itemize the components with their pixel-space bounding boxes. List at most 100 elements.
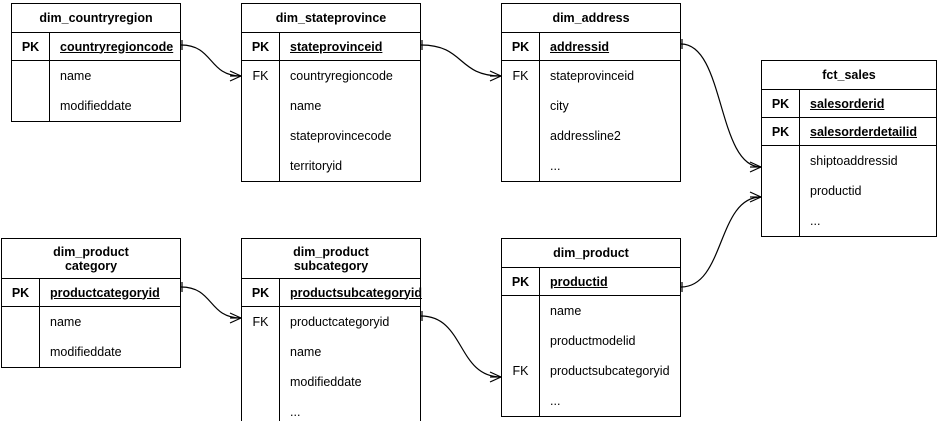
- attribute-name: modifieddate: [50, 345, 122, 359]
- crowsfoot-icon: [489, 376, 502, 383]
- column-name: salesorderid: [810, 96, 885, 111]
- crowsfoot-icon: [229, 317, 242, 324]
- column-name: productcategoryid: [50, 285, 160, 300]
- key-badge: PK: [502, 268, 540, 295]
- key-row[interactable]: PK productcategoryid: [2, 279, 180, 307]
- relationship-stateprovince-to-address: [420, 40, 502, 82]
- key-badge: PK: [242, 279, 280, 306]
- attribute-key-column: [762, 146, 800, 236]
- attribute-name: city: [550, 99, 569, 113]
- relationship-product-to-fctsales: [680, 191, 762, 292]
- entity-title-dim_stateprovince: dim_stateprovince: [242, 4, 420, 33]
- attribute-name: productsubcategoryid: [550, 364, 670, 378]
- connector-line: [420, 315, 502, 378]
- entity-title-dim_address: dim_address: [502, 4, 680, 33]
- attribute-key-badge: [242, 337, 279, 367]
- attribute-name: name: [550, 304, 582, 318]
- entity-title-dim_countryregion: dim_countryregion: [12, 4, 180, 33]
- attribute-name: ...: [550, 159, 561, 173]
- attribute-name: addressline2: [550, 129, 621, 143]
- key-row[interactable]: PK stateprovinceid: [242, 33, 420, 61]
- attribute-key-badge: FK: [252, 69, 269, 83]
- attribute-key-badge: [242, 121, 279, 151]
- attribute-name: shiptoaddressid: [810, 154, 898, 168]
- connector-line: [420, 44, 502, 77]
- crowsfoot-icon: [489, 70, 502, 77]
- key-badge: PK: [12, 33, 50, 60]
- attribute-key-column: [2, 307, 40, 367]
- attribute-key-badge: [242, 151, 279, 181]
- relationship-address-to-fctsales: [680, 39, 762, 173]
- attribute-name: territoryid: [290, 159, 343, 173]
- key-badge: PK: [502, 33, 540, 60]
- entity-title-dim_productcategory: dim_product category: [2, 239, 180, 279]
- crowsfoot-icon: [489, 371, 502, 378]
- crowsfoot-icon: [749, 166, 762, 173]
- key-badge: PK: [242, 33, 280, 60]
- attribute-name: modifieddate: [290, 375, 362, 389]
- crowsfoot-icon: [229, 75, 242, 82]
- attribute-key-badge: [502, 151, 539, 181]
- connector-line: [180, 44, 242, 77]
- attribute-key-column: FK: [242, 61, 280, 181]
- relationship-productcategory-to-subcategory: [180, 282, 242, 324]
- attribute-name: productid: [810, 184, 862, 198]
- attribute-key-badge: [762, 146, 799, 176]
- connector-line: [180, 286, 242, 319]
- attribute-key-badge: FK: [512, 69, 529, 83]
- attribute-name: stateprovincecode: [290, 129, 392, 143]
- attribute-key-badge: [502, 91, 539, 121]
- attribute-key-badge: [502, 326, 539, 356]
- crowsfoot-icon: [229, 312, 242, 319]
- attribute-key-badge: [762, 206, 799, 236]
- attribute-key-badge: [242, 91, 279, 121]
- key-badge: PK: [762, 118, 800, 145]
- attribute-name: productcategoryid: [290, 315, 390, 329]
- key-row[interactable]: PK addressid: [502, 33, 680, 61]
- column-name: stateprovinceid: [290, 39, 383, 54]
- key-badge: PK: [2, 279, 40, 306]
- attribute-name: modifieddate: [60, 99, 132, 113]
- crowsfoot-icon: [229, 70, 242, 77]
- attribute-key-column: FK: [502, 61, 540, 181]
- attribute-key-badge: FK: [512, 364, 529, 378]
- attribute-name: name: [50, 315, 82, 329]
- column-name: productid: [550, 274, 608, 289]
- attribute-key-badge: [502, 121, 539, 151]
- attribute-key-badge: [502, 296, 539, 326]
- relationship-subcategory-to-product: [420, 311, 502, 383]
- attribute-key-badge: [242, 367, 279, 397]
- entity-title-dim_product: dim_product: [502, 239, 680, 268]
- crowsfoot-icon: [749, 191, 762, 198]
- attribute-name-column: name modifieddate: [40, 307, 180, 367]
- attribute-key-badge: [2, 337, 39, 367]
- attribute-key-badge: [502, 386, 539, 416]
- attribute-name: countryregioncode: [290, 69, 393, 83]
- crowsfoot-icon: [749, 196, 762, 203]
- attribute-name: name: [290, 345, 322, 359]
- attribute-key-column: FK: [502, 296, 540, 416]
- column-name: addressid: [550, 39, 610, 54]
- key-row[interactable]: PK productid: [502, 268, 680, 296]
